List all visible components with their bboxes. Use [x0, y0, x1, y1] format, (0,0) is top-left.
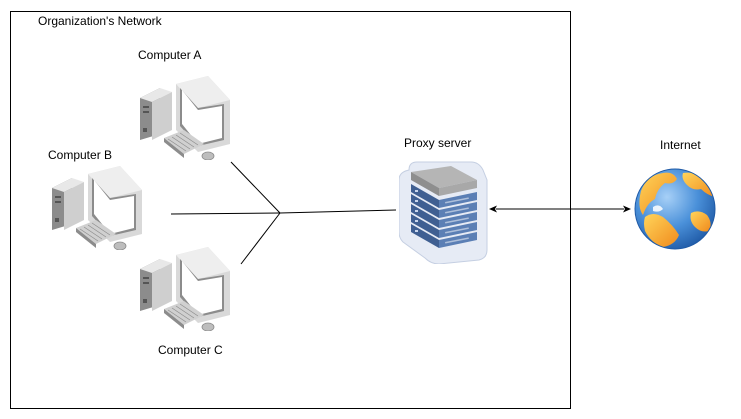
- internet-label: Internet: [660, 138, 701, 152]
- desktop-computer-icon: [140, 76, 230, 160]
- arrowhead-right: [623, 205, 631, 213]
- globe-icon: [634, 168, 716, 250]
- desktop-computer-icon: [52, 166, 142, 250]
- computer-c-label: Computer C: [158, 343, 223, 357]
- computer-b-label: Computer B: [48, 148, 113, 162]
- server-rack-icon: [399, 161, 488, 264]
- server-blades: [411, 184, 477, 248]
- proxy-server-label: Proxy server: [404, 136, 472, 150]
- network-boundary: [10, 11, 571, 409]
- computer-a-label: Computer A: [138, 48, 202, 62]
- link-computer-a: [230, 161, 281, 214]
- link-computer-c: [240, 212, 281, 265]
- arrowhead-left: [489, 205, 497, 213]
- desktop-computer-icon: [140, 247, 230, 331]
- link-computer-b: [170, 212, 281, 215]
- network-title: Organization's Network: [38, 14, 162, 28]
- link-to-proxy: [279, 209, 397, 214]
